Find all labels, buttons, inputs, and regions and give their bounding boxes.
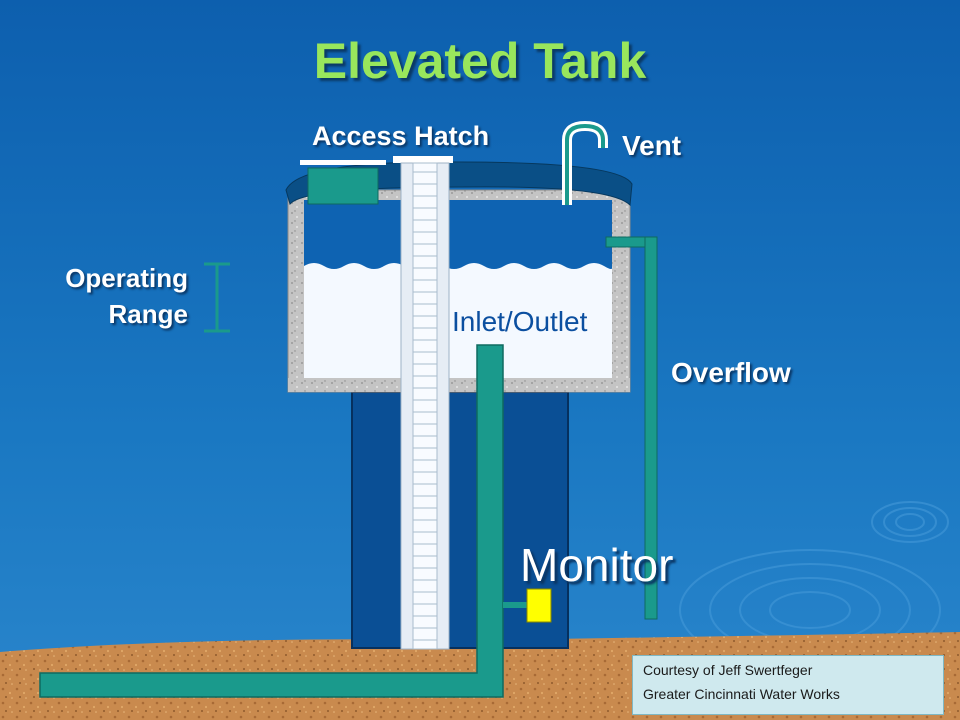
ladder-top-bar: [393, 156, 453, 163]
inlet-outlet-label: Inlet/Outlet: [452, 306, 588, 337]
credit-line-1: Courtesy of Jeff Swertfeger: [643, 662, 813, 678]
monitor-box: [526, 588, 552, 623]
water: [304, 263, 613, 378]
operating-range-bracket: [204, 262, 230, 333]
access-hatch-bar: [300, 160, 386, 165]
overflow-label: Overflow: [671, 357, 791, 388]
inlet-outlet-pipe: [39, 344, 504, 698]
overflow-pipe-horizontal: [605, 236, 647, 248]
access-hatch-label: Access Hatch: [312, 121, 490, 151]
page-title: Elevated Tank: [313, 33, 647, 89]
access-hatch-lid: [307, 167, 379, 205]
operating-range-label-line2: Range: [108, 299, 188, 329]
credit-box: Courtesy of Jeff Swertfeger Greater Cinc…: [632, 655, 944, 715]
overflow-pipe: [644, 236, 658, 620]
ladder: [400, 162, 450, 650]
vent-label: Vent: [622, 130, 682, 161]
credit-line-2: Greater Cincinnati Water Works: [643, 686, 840, 702]
monitor-label: Monitor: [520, 539, 674, 591]
operating-range-label-line1: Operating: [65, 263, 188, 293]
monitor-connector: [503, 602, 527, 608]
tank-floor: [288, 378, 630, 392]
